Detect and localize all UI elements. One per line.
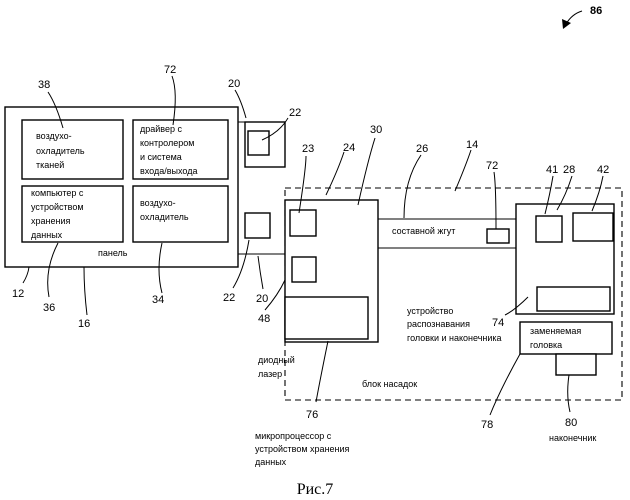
tip-label: наконечник <box>549 433 596 443</box>
figure-arrow-icon <box>562 11 582 29</box>
ref-22-lower: 22 <box>223 292 235 304</box>
ref-22-upper: 22 <box>289 107 301 119</box>
attachment-block-label: блок насадок <box>362 379 417 389</box>
computer-line3: хранения <box>31 216 70 226</box>
recognition-label: устройство распознавания головки и након… <box>407 306 502 343</box>
ref-36: 36 <box>43 302 55 314</box>
ref-26: 26 <box>416 143 428 155</box>
diode-laser-line2: лазер <box>258 369 282 379</box>
ref-12: 12 <box>12 288 24 300</box>
air-cooler-line2: охладитель <box>140 212 189 222</box>
tissue-cooler-line1: воздухо- <box>36 131 72 141</box>
connector-port-upper <box>248 131 269 155</box>
driver-line1: драйвер с <box>140 124 182 134</box>
ref-42: 42 <box>597 164 609 176</box>
diode-laser-line1: диодный <box>258 355 295 365</box>
air-cooler-line1: воздухо- <box>140 198 176 208</box>
figure-caption: Рис.7 <box>297 481 334 498</box>
recognition-line3: головки и наконечника <box>407 333 502 343</box>
ref-74: 74 <box>492 317 504 329</box>
ref-76: 76 <box>306 409 318 421</box>
component-41 <box>536 216 562 242</box>
ref-28: 28 <box>563 164 575 176</box>
microprocessor-box <box>285 297 368 339</box>
microprocessor-line1: микропроцессор с <box>255 431 332 441</box>
recognition-line2: распознавания <box>407 319 470 329</box>
replaceable-head-line2: головка <box>530 340 562 350</box>
ref-78: 78 <box>481 419 493 431</box>
ref-16: 16 <box>78 318 90 330</box>
driver-line4: входа/выхода <box>140 166 197 176</box>
ref-38: 38 <box>38 79 50 91</box>
harness-element-72 <box>487 229 509 243</box>
panel-label: панель <box>98 248 128 258</box>
connector-port-lower <box>245 213 270 238</box>
microprocessor-label: микропроцессор с устройством хранения да… <box>255 431 352 467</box>
replaceable-head-line1: заменяемая <box>530 326 581 336</box>
ref-20-lower: 20 <box>256 293 268 305</box>
computer-line4: данных <box>31 230 63 240</box>
ref-80: 80 <box>565 417 577 429</box>
ref-30: 30 <box>370 124 382 136</box>
harness-label: составной жгут <box>392 226 455 236</box>
driver-line2: контролером <box>140 138 194 148</box>
microprocessor-line3: данных <box>255 457 287 467</box>
driver-line3: и система <box>140 152 182 162</box>
diode-laser-label: диодный лазер <box>258 355 297 379</box>
component-42 <box>573 213 613 241</box>
recognition-device <box>537 287 610 311</box>
tip <box>556 354 596 375</box>
recognition-line1: устройство <box>407 306 453 316</box>
ref-20-upper: 20 <box>228 78 240 90</box>
ref-23: 23 <box>302 143 314 155</box>
ref-72-harness: 72 <box>486 160 498 172</box>
ref-14: 14 <box>466 139 478 151</box>
tissue-cooler-line3: тканей <box>36 160 64 170</box>
ref-24: 24 <box>343 142 355 154</box>
computer-line2: устройством <box>31 202 84 212</box>
diode-laser <box>292 257 316 282</box>
ref-34: 34 <box>152 294 164 306</box>
tissue-cooler-line2: охладитель <box>36 146 85 156</box>
ref-48: 48 <box>258 313 270 325</box>
ref-41: 41 <box>546 164 558 176</box>
figure-number: 86 <box>590 5 602 17</box>
ref-72-panel: 72 <box>164 64 176 76</box>
computer-line1: компьютер с <box>31 188 84 198</box>
component-23 <box>290 210 316 236</box>
microprocessor-line2: устройством хранения <box>255 444 350 454</box>
